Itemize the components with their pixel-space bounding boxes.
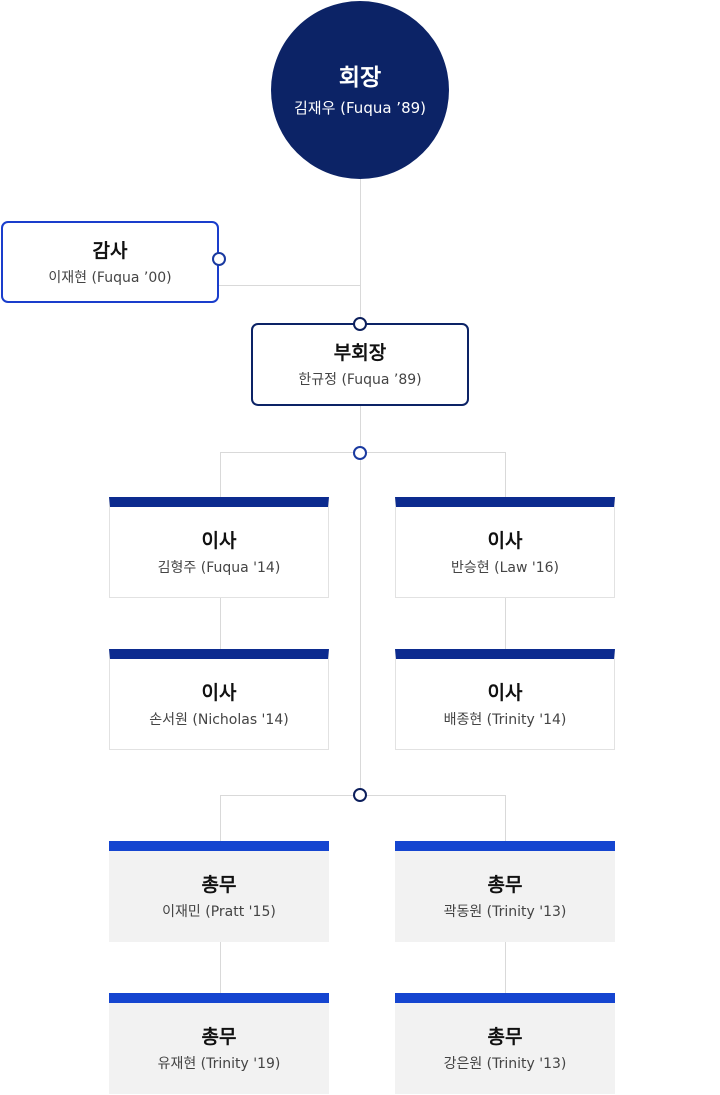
chairman-title: 회장	[338, 64, 382, 91]
secretary-title: 총무	[201, 1026, 237, 1048]
director-left-link-line	[220, 598, 221, 649]
auditor-node: 감사 이재현 (Fuqua ’00)	[1, 221, 219, 303]
secretary-name: 이재민 (Pratt '15)	[162, 904, 276, 920]
director-branch-dot	[353, 446, 367, 460]
director-card: 이사 손서원 (Nicholas '14)	[109, 649, 329, 750]
director-name: 손서원 (Nicholas '14)	[149, 711, 289, 728]
director-right-link-line	[505, 598, 506, 649]
director-right-drop-line	[505, 452, 506, 497]
auditor-connector-dot	[212, 252, 226, 266]
secretary-title: 총무	[201, 874, 237, 896]
secretary-name: 곽동원 (Trinity '13)	[443, 904, 567, 920]
director-title: 이사	[201, 529, 237, 552]
secretary-name: 강은원 (Trinity '13)	[443, 1056, 567, 1072]
director-name: 반승현 (Law '16)	[451, 559, 559, 576]
chairman-node: 회장 김재우 (Fuqua ’89)	[271, 1, 449, 179]
auditor-name: 이재현 (Fuqua ’00)	[48, 269, 172, 286]
vice-chairman-title: 부회장	[333, 342, 387, 364]
secretary-card: 총무 강은원 (Trinity '13)	[395, 993, 615, 1094]
director-card: 이사 김형주 (Fuqua '14)	[109, 497, 329, 598]
secretary-card: 총무 이재민 (Pratt '15)	[109, 841, 329, 942]
secretary-card: 총무 유재현 (Trinity '19)	[109, 993, 329, 1094]
director-card: 이사 배종현 (Trinity '14)	[395, 649, 615, 750]
director-title: 이사	[487, 529, 523, 552]
secretary-title: 총무	[487, 1026, 523, 1048]
secretary-title: 총무	[487, 874, 523, 896]
director-title: 이사	[487, 681, 523, 704]
main-connector-line	[360, 179, 361, 795]
vice-chairman-name: 한규정 (Fuqua ’89)	[298, 372, 422, 388]
auditor-title: 감사	[92, 239, 128, 262]
secretary-right-link-line	[505, 942, 506, 993]
director-card: 이사 반승현 (Law '16)	[395, 497, 615, 598]
vice-chairman-node: 부회장 한규정 (Fuqua ’89)	[251, 323, 469, 406]
director-name: 김형주 (Fuqua '14)	[157, 559, 281, 576]
director-name: 배종현 (Trinity '14)	[443, 711, 567, 728]
secretary-left-link-line	[220, 942, 221, 993]
secretary-branch-dot	[353, 788, 367, 802]
vice-chairman-connector-dot	[353, 317, 367, 331]
secretary-name: 유재현 (Trinity '19)	[157, 1056, 281, 1072]
auditor-connector-line	[219, 285, 360, 286]
secretary-left-drop-line	[220, 795, 221, 841]
director-title: 이사	[201, 681, 237, 704]
chairman-name: 김재우 (Fuqua ’89)	[293, 98, 427, 117]
secretary-right-drop-line	[505, 795, 506, 841]
director-left-drop-line	[220, 452, 221, 497]
secretary-card: 총무 곽동원 (Trinity '13)	[395, 841, 615, 942]
